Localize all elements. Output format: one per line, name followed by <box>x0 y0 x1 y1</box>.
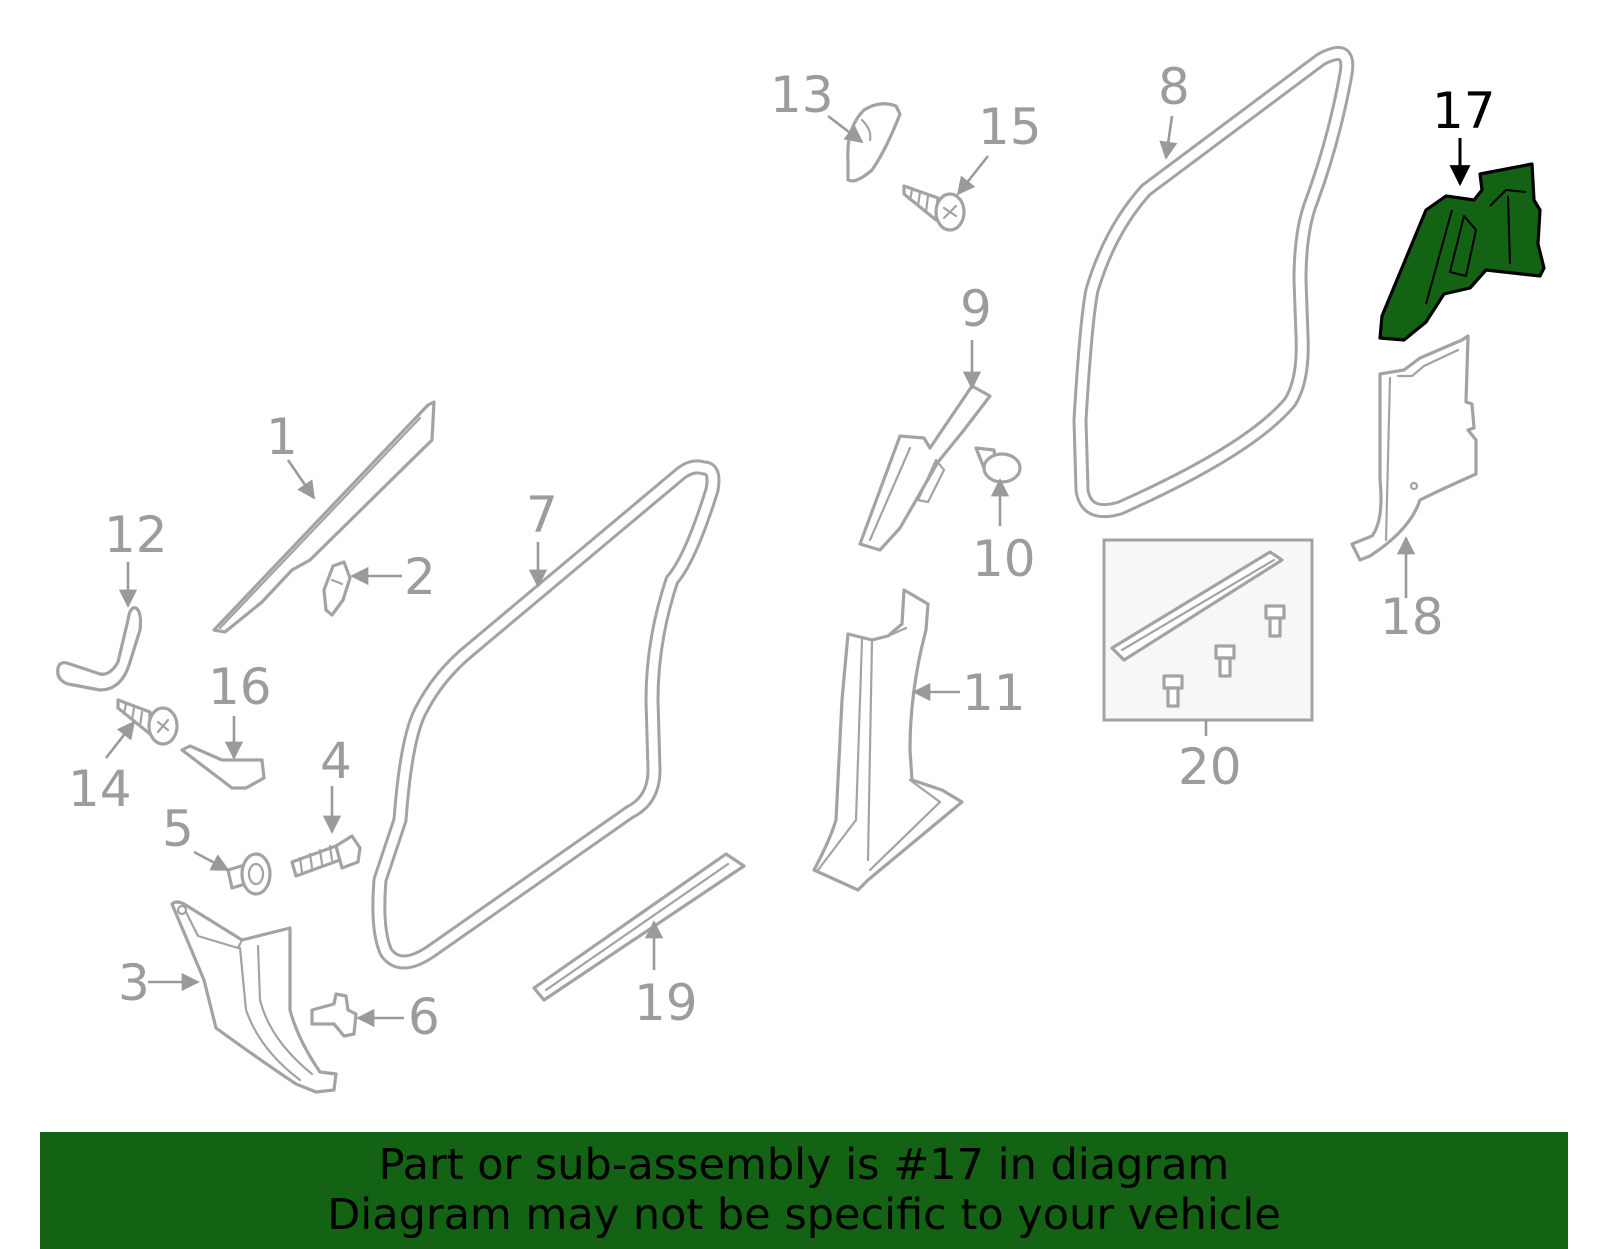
part-4-bolt[interactable] <box>290 834 362 878</box>
part-6-clip[interactable] <box>310 992 358 1038</box>
callout-15: 15 <box>978 98 1042 156</box>
callout-19: 19 <box>634 974 698 1032</box>
callout-17: 17 <box>1432 82 1496 140</box>
callout-9: 9 <box>960 280 992 338</box>
leader-lines <box>104 114 1471 1028</box>
callout-13: 13 <box>770 66 834 124</box>
part-2-clip[interactable] <box>322 560 352 617</box>
callout-16: 16 <box>208 658 272 716</box>
callout-labels: 1 2 3 4 5 6 7 8 9 10 11 12 13 14 15 16 1… <box>68 58 1496 1046</box>
part-1-a-pillar-trim[interactable] <box>212 400 436 634</box>
callout-14: 14 <box>68 760 132 818</box>
part-5-pushpin[interactable] <box>226 852 272 896</box>
part-11-b-pillar-lower[interactable] <box>812 588 964 892</box>
part-9-b-pillar-upper[interactable] <box>858 384 992 552</box>
part-20-sill-kit[interactable] <box>1102 538 1314 722</box>
part-10-pushpin[interactable] <box>974 446 1022 484</box>
part-8-rear-door-seal[interactable] <box>1072 45 1355 519</box>
bolt-icon <box>1162 674 1184 708</box>
callout-12: 12 <box>104 506 168 564</box>
callout-6: 6 <box>408 988 440 1046</box>
callout-10: 10 <box>972 530 1036 588</box>
part-7-front-door-seal[interactable] <box>371 459 721 970</box>
callout-8: 8 <box>1158 58 1190 116</box>
bolt-icon <box>1264 604 1286 638</box>
part-17-quarter-trim-upper[interactable] <box>1378 162 1546 342</box>
callout-18: 18 <box>1380 588 1444 646</box>
callout-11: 11 <box>962 664 1026 722</box>
banner-line-disclaimer: Diagram may not be specific to your vehi… <box>327 1190 1281 1240</box>
info-banner: Part or sub-assembly is #17 in diagram D… <box>40 1132 1568 1249</box>
part-18-quarter-trim-lower[interactable] <box>1350 334 1478 562</box>
banner-line-part: Part or sub-assembly is #17 in diagram <box>378 1140 1230 1190</box>
callout-4: 4 <box>320 732 352 790</box>
part-16-trim-piece[interactable] <box>180 744 266 790</box>
part-3-kick-panel[interactable] <box>170 900 338 1094</box>
bolt-icon <box>1214 644 1236 678</box>
callout-5: 5 <box>162 800 194 858</box>
callout-20: 20 <box>1178 738 1242 796</box>
callout-3: 3 <box>118 954 150 1012</box>
callout-2: 2 <box>404 548 436 606</box>
callout-1: 1 <box>266 408 298 466</box>
part-15-screw[interactable] <box>902 184 966 232</box>
part-12-grab-handle[interactable] <box>56 606 143 692</box>
part-13-coat-hook[interactable] <box>846 102 902 183</box>
callout-7: 7 <box>526 486 558 544</box>
part-19-front-sill-plate[interactable] <box>532 852 746 1002</box>
part-14-screw[interactable] <box>116 698 179 746</box>
